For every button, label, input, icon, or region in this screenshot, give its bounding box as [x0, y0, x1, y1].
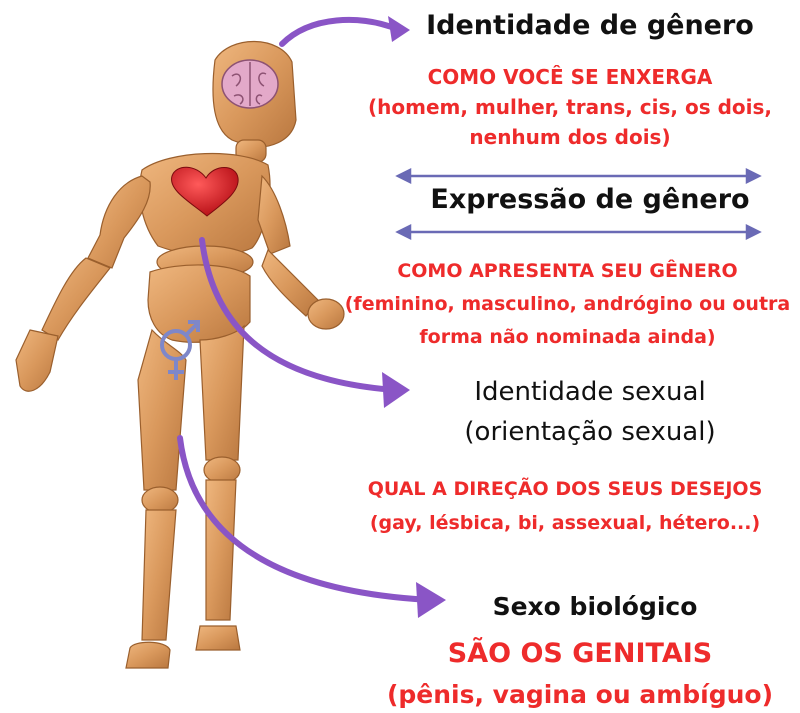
identity-description: COMO VOCÊ SE ENXERGA (homem, mulher, tra… — [340, 62, 800, 152]
biological-detail: (pênis, vagina ou ambíguo) — [386, 680, 774, 709]
arrow-to-biological — [177, 435, 433, 603]
biological-subtitle: SÃO OS GENITAIS — [447, 638, 713, 669]
arrow-to-sexual — [199, 237, 398, 393]
brain-icon — [221, 59, 279, 109]
identity-detail: (homem, mulher, trans, cis, os dois, nen… — [368, 95, 772, 149]
expression-title: Expressão de gênero — [430, 184, 750, 215]
sexual-subtitle: QUAL A DIREÇÃO DOS SEUS DESEJOS — [367, 478, 763, 500]
connector-arrows — [177, 16, 433, 603]
mannequin-right-knee — [203, 456, 241, 484]
sexual-detail: (gay, lésbica, bi, assexual, hétero...) — [369, 512, 761, 534]
biological-title: Sexo biológico — [492, 592, 698, 621]
mannequin-right-hand — [307, 298, 345, 330]
sexual-title: Identidade sexual — [474, 377, 706, 407]
gender-symbol-icon — [160, 320, 200, 380]
identity-subtitle: COMO VOCÊ SE ENXERGA — [427, 65, 713, 89]
mannequin-left-knee — [141, 486, 179, 514]
arrow-to-identity — [279, 16, 403, 47]
mannequin-right-shin — [205, 479, 237, 621]
mannequin-left-forearm — [41, 257, 111, 341]
mannequin-left-thigh — [137, 328, 187, 491]
sexual-description: QUAL A DIREÇÃO DOS SEUS DESEJOS (gay, lé… — [330, 472, 800, 540]
mannequin-left-foot — [125, 641, 171, 669]
expression-description: COMO APRESENTA SEU GÊNERO (feminino, mas… — [335, 255, 800, 354]
identity-title: Identidade de gênero — [426, 10, 754, 41]
mannequin-right-upper-arm — [257, 174, 291, 255]
sexual-title-block: Identidade sexual (orientação sexual) — [420, 372, 760, 452]
mannequin-right-forearm — [261, 248, 319, 317]
sexual-title-secondary: (orientação sexual) — [464, 417, 716, 447]
mannequin-left-hand — [15, 329, 59, 392]
mannequin-left-upper-arm — [87, 175, 151, 269]
expression-detail: (feminino, masculino, andrógino ou outra… — [344, 293, 791, 348]
spectrum-arrows — [395, 167, 762, 241]
expression-subtitle: COMO APRESENTA SEU GÊNERO — [397, 260, 738, 282]
mannequin-left-shin — [141, 509, 177, 641]
arrow-heads — [382, 16, 446, 618]
mannequin-right-thigh — [199, 324, 245, 461]
heart-icon — [171, 166, 239, 217]
mannequin-right-foot — [195, 625, 241, 651]
